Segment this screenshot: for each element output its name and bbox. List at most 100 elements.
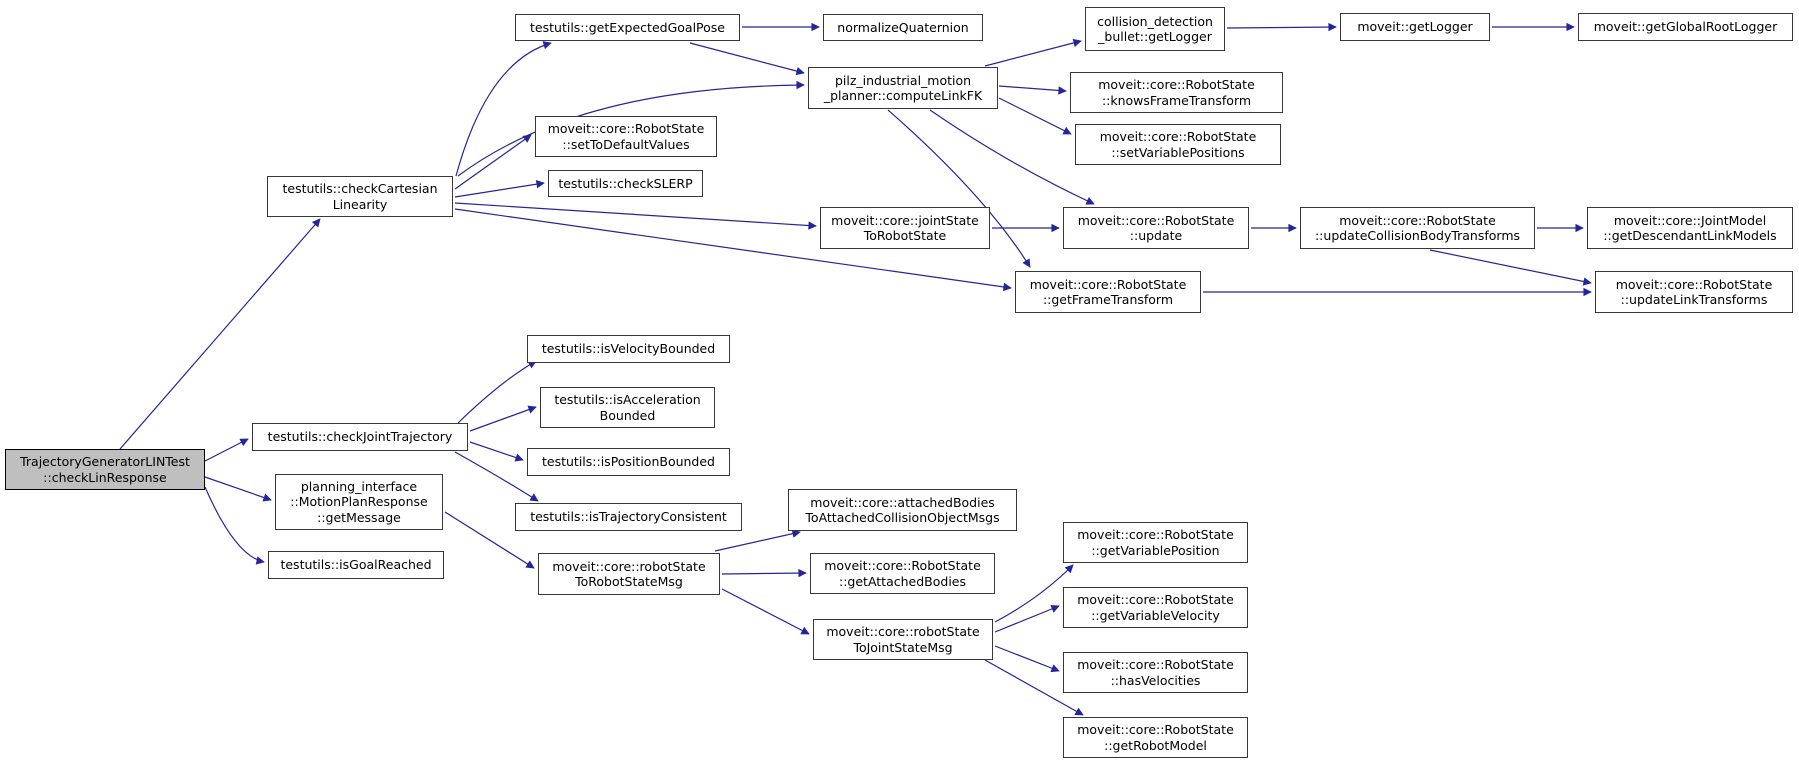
call-edge-robot-state-to-joint-state-msg--get-robot-model — [984, 659, 1084, 716]
call-edge-check-lin-response--is-goal-reached — [204, 486, 265, 565]
call-edge-robot-state-to-joint-state-msg--get-variable-velocity — [994, 604, 1060, 633]
call-edge-check-joint-trajectory--is-velocity-bounded — [457, 360, 537, 424]
graph-node-label: testutils::isPositionBounded — [542, 454, 715, 470]
graph-node-label: moveit::core::RobotState — [1077, 212, 1235, 228]
graph-node-label: testutils::isAcceleration — [554, 392, 701, 407]
graph-node-label: ::getRobotModel — [1104, 737, 1207, 753]
graph-node-label: normalizeQuaternion — [837, 19, 969, 35]
call-edge-update-collision-body-transforms--update-link-transforms — [1429, 249, 1592, 286]
graph-node-label: testutils::checkSLERP — [558, 175, 693, 191]
graph-node-get-message[interactable]: planning_interface::MotionPlanResponse::… — [275, 474, 443, 530]
graph-node-get-variable-velocity[interactable]: moveit::core::RobotState::getVariableVel… — [1063, 587, 1248, 628]
graph-node-update-link-transforms[interactable]: moveit::core::RobotState::updateLinkTran… — [1595, 271, 1793, 313]
call-edge-compute-link-fk--update — [929, 109, 1095, 205]
graph-node-label: moveit::core::robotState — [826, 624, 980, 639]
graph-node-label: testutils::isGoalReached — [280, 557, 432, 573]
call-edge-check-lin-response--check-cartesian-linearity — [119, 218, 321, 450]
call-edge-robot-state-to-robot-state-msg--robot-state-to-joint-state-msg — [721, 588, 810, 635]
graph-node-is-position-bounded[interactable]: testutils::isPositionBounded — [527, 448, 730, 476]
graph-node-label: ::updateCollisionBodyTransforms — [1314, 228, 1521, 243]
graph-node-get-expected-goal-pose[interactable]: testutils::getExpectedGoalPose — [515, 14, 740, 41]
graph-node-label: moveit::core::RobotState — [1099, 129, 1257, 144]
graph-node-check-joint-trajectory[interactable]: testutils::checkJointTrajectory — [252, 423, 468, 451]
call-edge-check-lin-response--check-joint-trajectory — [204, 438, 249, 462]
graph-node-label: ::hasVelocities — [1110, 672, 1201, 688]
graph-node-set-to-default-values[interactable]: moveit::core::RobotState::setToDefaultVa… — [535, 116, 717, 157]
graph-node-normalize-quaternion[interactable]: normalizeQuaternion — [823, 14, 983, 41]
graph-node-label: ::getDescendantLinkModels — [1603, 228, 1777, 243]
graph-node-label: ::getVariableVelocity — [1091, 607, 1220, 623]
graph-node-get-attached-bodies[interactable]: moveit::core::RobotState::getAttachedBod… — [810, 553, 995, 594]
call-edge-get-expected-goal-pose--compute-link-fk — [689, 42, 805, 76]
graph-node-get-descendant-link-models[interactable]: moveit::core::JointModel::getDescendantL… — [1587, 207, 1793, 249]
graph-node-check-lin-response[interactable]: TrajectoryGeneratorLINTest::checkLinResp… — [5, 449, 205, 490]
graph-node-label: moveit::core::robotState — [552, 558, 706, 574]
graph-node-compute-link-fk[interactable]: pilz_industrial_motion_planner::computeL… — [808, 67, 998, 109]
call-edge-compute-link-fk--set-variable-positions — [998, 97, 1072, 135]
graph-node-is-velocity-bounded[interactable]: testutils::isVelocityBounded — [527, 335, 730, 363]
graph-node-label: moveit::core::RobotState — [1029, 276, 1187, 292]
graph-node-label: moveit::core::RobotState — [824, 558, 981, 573]
graph-node-label: moveit::core::RobotState — [547, 121, 705, 136]
call-edge-check-joint-trajectory--is-trajectory-consistent — [454, 451, 539, 502]
graph-node-check-slerp[interactable]: testutils::checkSLERP — [548, 170, 703, 197]
graph-node-label: moveit::core::JointModel — [1613, 212, 1767, 228]
graph-node-update[interactable]: moveit::core::RobotState::update — [1063, 207, 1249, 249]
call-edge-robot-state-to-robot-state-msg--get-attached-bodies — [721, 568, 807, 578]
graph-node-has-velocities[interactable]: moveit::core::RobotState::hasVelocities — [1063, 652, 1248, 693]
graph-node-label: planning_interface — [300, 478, 418, 494]
graph-node-get-variable-position[interactable]: moveit::core::RobotState::getVariablePos… — [1063, 522, 1248, 563]
graph-node-label: testutils::checkCartesian — [282, 181, 438, 196]
call-edge-check-cartesian-linearity--compute-link-fk — [457, 80, 805, 177]
graph-node-get-global-root-logger[interactable]: moveit::getGlobalRootLogger — [1578, 13, 1793, 41]
call-edge-compute-link-fk--bullet-get-logger — [984, 38, 1082, 67]
graph-node-knows-frame-transform[interactable]: moveit::core::RobotState::knowsFrameTran… — [1070, 72, 1283, 113]
graph-node-label: TrajectoryGeneratorLINTest — [20, 454, 190, 469]
graph-node-label: moveit::core::RobotState — [1077, 527, 1234, 542]
graph-node-get-robot-model[interactable]: moveit::core::RobotState::getRobotModel — [1063, 717, 1248, 758]
call-edge-robot-state-to-joint-state-msg--get-variable-position — [994, 564, 1074, 623]
graph-node-label: ::updateLinkTransforms — [1620, 292, 1768, 307]
graph-node-label: ToRobotState — [863, 228, 947, 243]
graph-node-label: moveit::core::RobotState — [1077, 722, 1234, 737]
graph-node-label: Linearity — [332, 196, 388, 212]
graph-node-label: testutils::getExpectedGoalPose — [530, 19, 725, 35]
call-edge-check-cartesian-linearity--check-slerp — [454, 180, 545, 198]
call-edge-check-cartesian-linearity--joint-state-to-robot-state — [454, 202, 817, 230]
graph-node-label: moveit::getLogger — [1357, 19, 1473, 35]
graph-node-label: moveit::core::RobotState — [1077, 657, 1234, 672]
call-edge-bullet-get-logger--get-logger — [1226, 22, 1337, 32]
graph-node-is-trajectory-consistent[interactable]: testutils::isTrajectoryConsistent — [515, 503, 742, 531]
graph-node-get-frame-transform[interactable]: moveit::core::RobotState::getFrameTransf… — [1015, 271, 1201, 313]
graph-node-label: moveit::core::RobotState — [1339, 212, 1496, 228]
call-edge-compute-link-fk--get-frame-transform — [887, 109, 1031, 268]
graph-node-label: _planner::computeLinkFK — [823, 88, 983, 103]
call-edge-get-message--robot-state-to-robot-state-msg — [444, 511, 535, 569]
graph-node-get-logger[interactable]: moveit::getLogger — [1340, 13, 1490, 41]
graph-node-bullet-get-logger[interactable]: collision_detection_bullet::getLogger — [1085, 7, 1225, 51]
call-edge-robot-state-to-robot-state-msg--attached-bodies-to-attached-collision-object-msgs — [714, 529, 801, 552]
call-edge-check-lin-response--get-message — [204, 476, 272, 502]
call-edge-check-joint-trajectory--is-position-bounded — [469, 441, 524, 462]
graph-node-set-variable-positions[interactable]: moveit::core::RobotState::setVariablePos… — [1075, 124, 1281, 165]
graph-node-is-goal-reached[interactable]: testutils::isGoalReached — [268, 551, 444, 579]
graph-node-label: testutils::checkJointTrajectory — [267, 429, 453, 445]
graph-node-label: collision_detection — [1097, 13, 1213, 29]
graph-node-update-collision-body-transforms[interactable]: moveit::core::RobotState::updateCollisio… — [1300, 207, 1535, 249]
graph-node-label: Bounded — [599, 407, 656, 423]
graph-node-label: moveit::getGlobalRootLogger — [1593, 19, 1778, 35]
graph-node-label: moveit::core::attachedBodies — [810, 494, 995, 510]
graph-node-label: moveit::core::RobotState — [1615, 276, 1773, 292]
graph-node-label: ::getAttachedBodies — [839, 573, 966, 589]
graph-node-label: _bullet::getLogger — [1098, 29, 1212, 44]
graph-node-label: testutils::isTrajectoryConsistent — [530, 509, 727, 525]
graph-node-label: moveit::core::jointState — [831, 212, 979, 228]
